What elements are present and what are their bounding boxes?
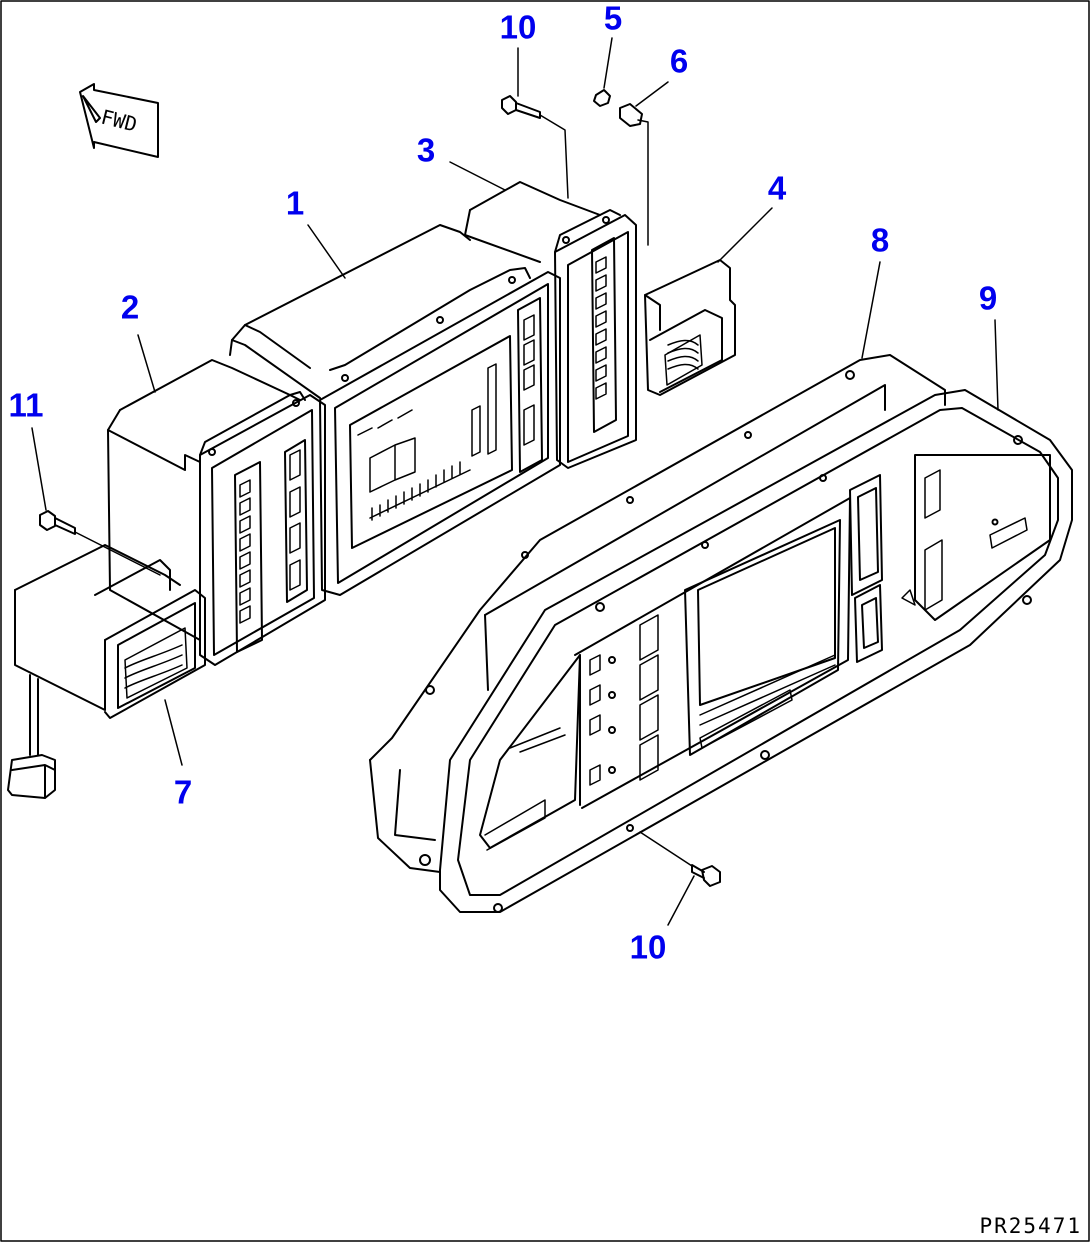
part-3-right-warning-module (464, 181, 637, 469)
part-6-bulb (619, 103, 643, 127)
part-4-right-connector (644, 259, 736, 396)
forward-arrow-icon (79, 83, 159, 158)
part-8-rear-panel (369, 354, 946, 873)
callout-11: 11 (8, 386, 44, 424)
callout-7: 7 (173, 773, 193, 811)
callout-5: 5 (603, 0, 623, 37)
callout-8: 8 (870, 221, 890, 259)
callout-3: 3 (416, 131, 436, 169)
callout-9: 9 (978, 279, 998, 317)
callout-4: 4 (767, 169, 787, 207)
callout-10-top: 10 (499, 8, 537, 46)
drawing-code: PR25471 (979, 1214, 1082, 1238)
part-11-screw (39, 510, 76, 535)
fwd-label: FWD (99, 105, 140, 137)
callout-6: 6 (669, 42, 689, 80)
callout-2: 2 (120, 288, 140, 326)
part-5-nut (593, 89, 611, 107)
part-10-screw-bottom (691, 864, 721, 887)
part-10-screw-top (501, 95, 541, 119)
part-9-front-panel (439, 389, 1073, 913)
part-1-main-meter-cluster (229, 224, 561, 596)
part-7-left-connector (7, 544, 206, 799)
leader-lines (31, 37, 999, 926)
fwd-direction-marker: FWD (79, 83, 159, 158)
callout-10-bottom: 10 (629, 928, 667, 966)
part-2-left-warning-module (107, 359, 326, 666)
callout-1: 1 (285, 184, 305, 222)
